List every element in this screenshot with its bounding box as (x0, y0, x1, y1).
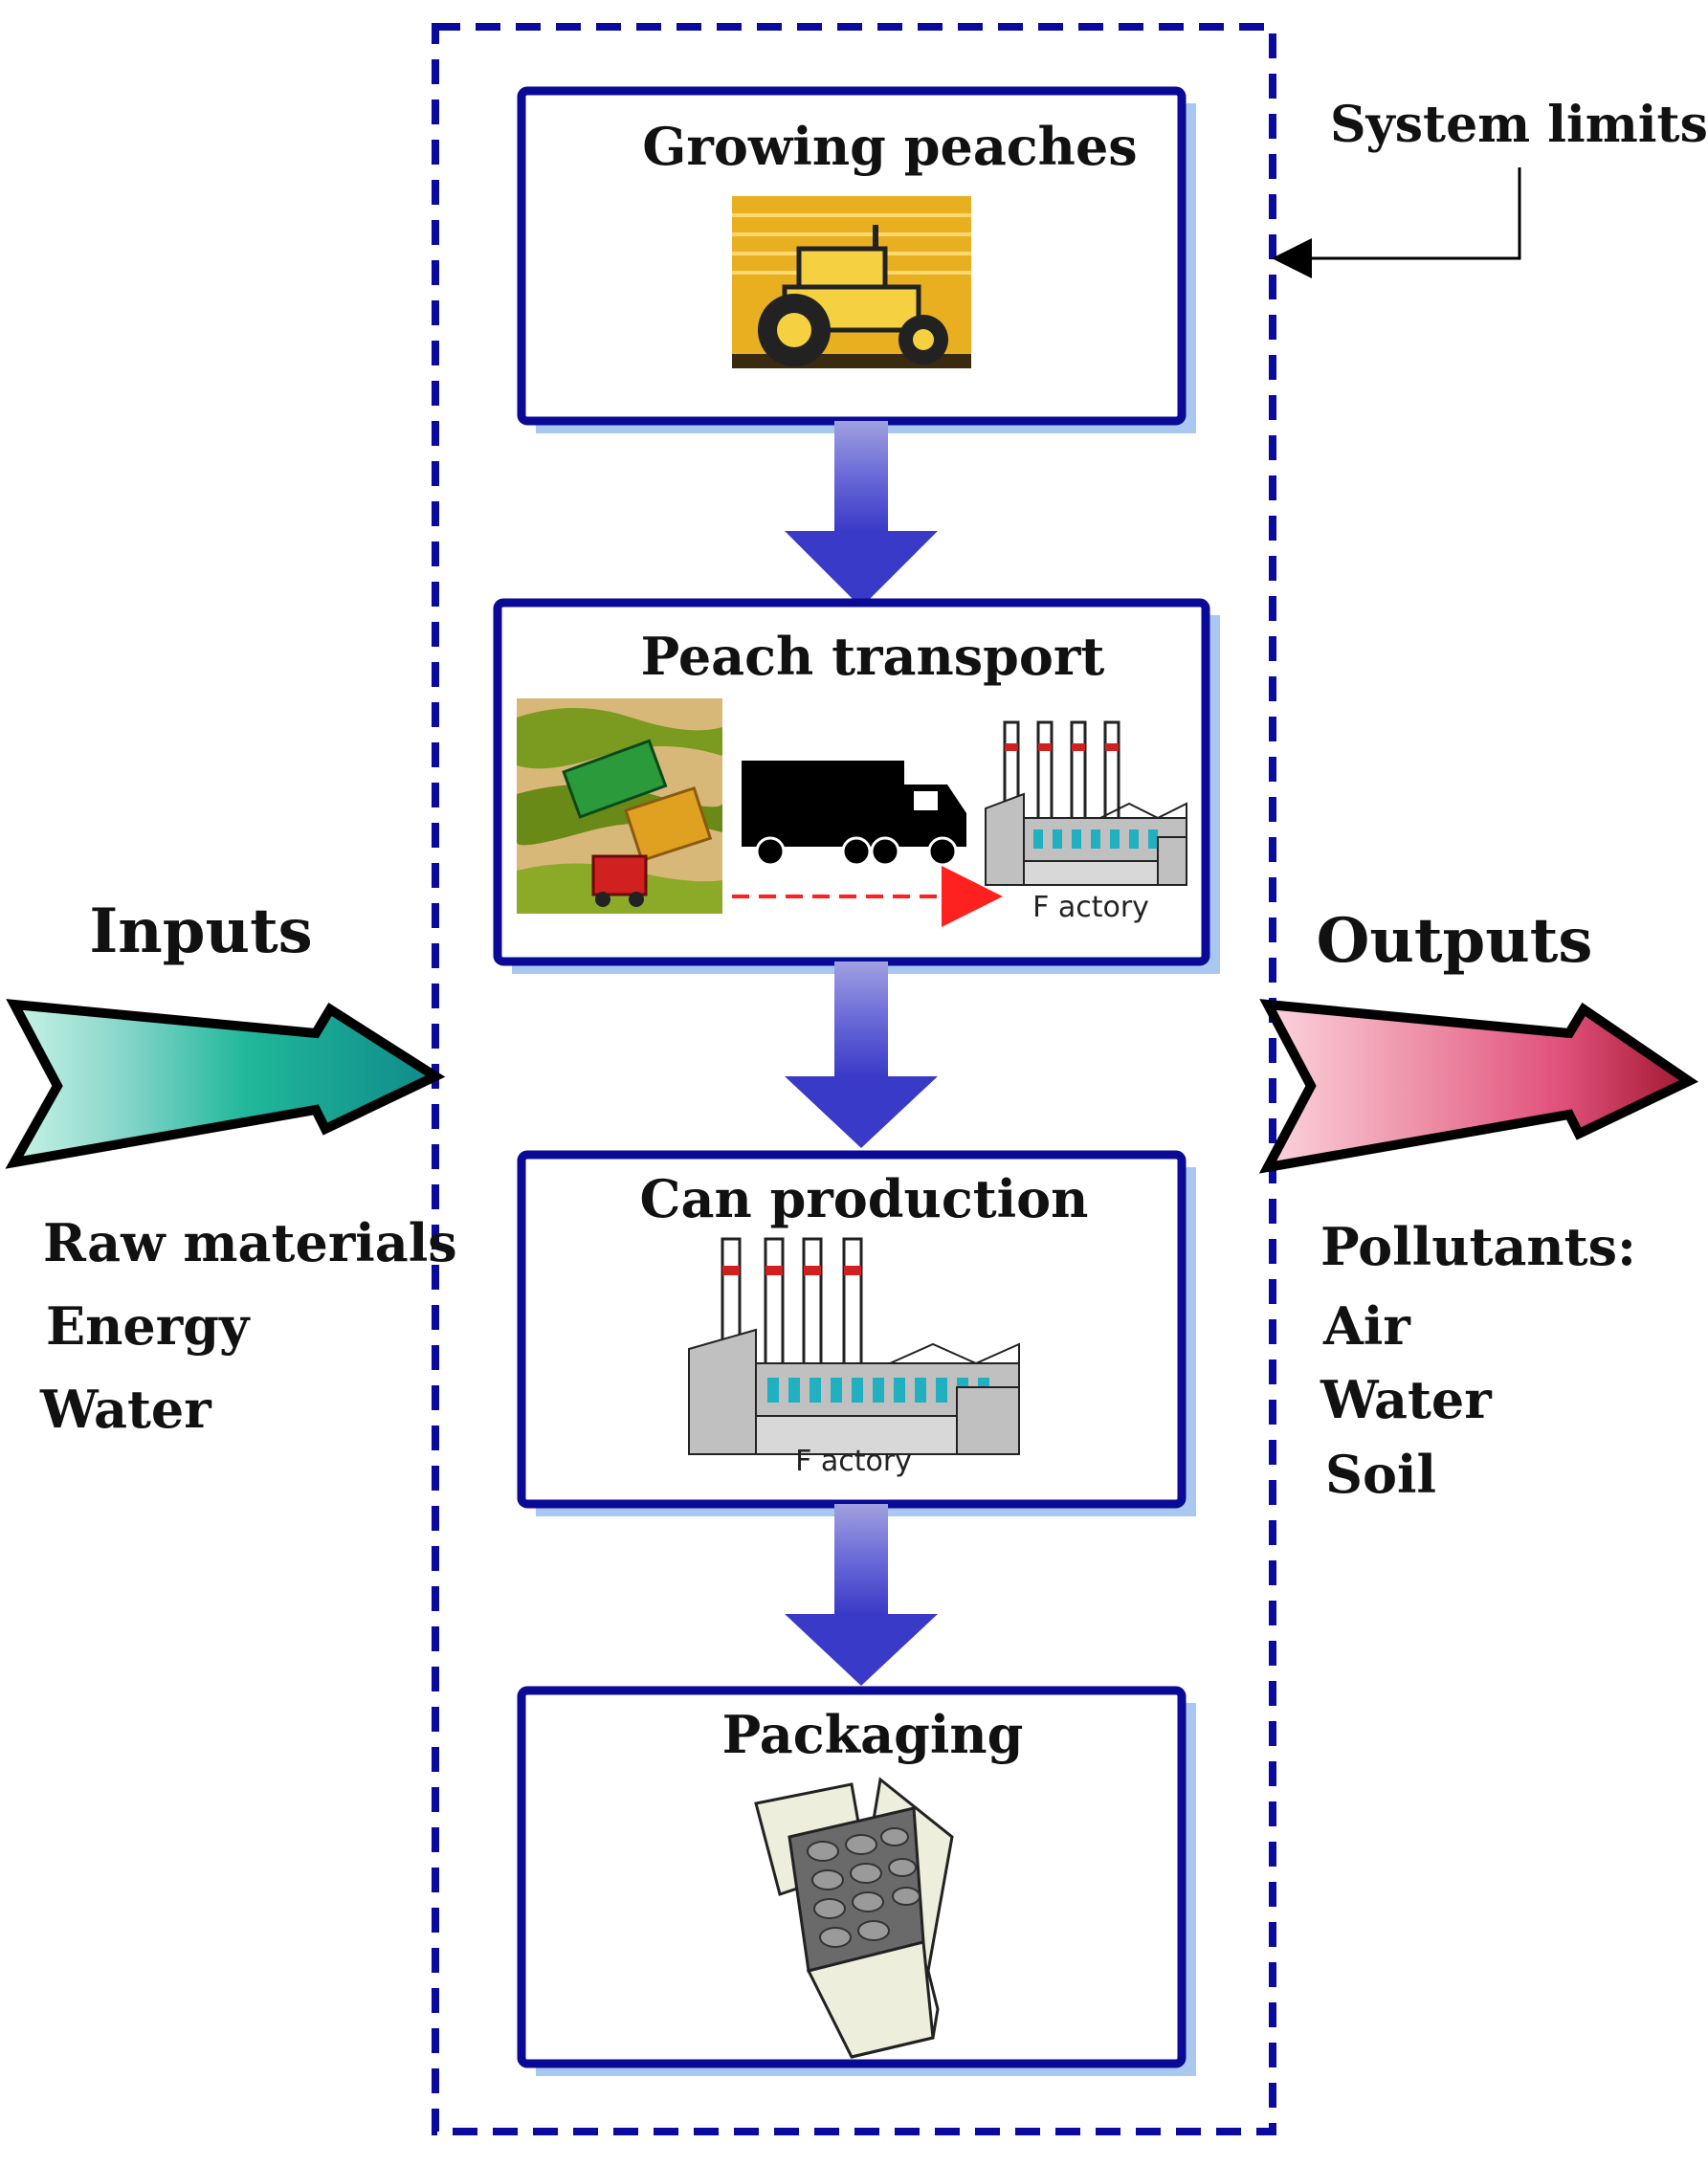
output-item: Soil (1325, 1444, 1436, 1505)
output-item: Air (1322, 1295, 1410, 1357)
factory-label: F actory (795, 1445, 912, 1478)
factory-icon (688, 1237, 1020, 1455)
stage-can-production: Can production F ac (517, 1150, 1196, 1516)
input-item: Raw materials (43, 1212, 457, 1273)
factory-icon (985, 720, 1187, 886)
system-limits-label: System limits (1330, 96, 1708, 154)
system-limits-pointer (1272, 167, 1521, 278)
factory-label: F actory (1032, 891, 1149, 924)
harvest-field-icon (517, 698, 722, 914)
flow-arrow-1 (785, 421, 938, 608)
flow-arrow-3 (785, 1504, 938, 1686)
stage-peach-transport: Peach transport (493, 598, 1220, 974)
stage-title: Can production (640, 1168, 1089, 1229)
box-icon (754, 1777, 954, 2059)
inputs-heading: Inputs (89, 895, 312, 967)
stage-title: Growing peaches (642, 116, 1137, 177)
output-arrow (1258, 999, 1698, 1174)
stage-title: Peach transport (641, 626, 1105, 687)
stage-growing-peaches: Growing peaches (517, 86, 1196, 433)
stage-title: Packaging (722, 1704, 1024, 1765)
input-item: Energy (46, 1295, 251, 1357)
truck-icon (742, 761, 966, 867)
input-item: Water (39, 1379, 211, 1440)
tractor-icon (732, 196, 971, 368)
outputs-group: Outputs Pollutants: Air Water Soil (1258, 905, 1698, 1505)
inputs-group: Inputs Raw materials Energy Water (5, 895, 457, 1440)
outputs-heading: Outputs (1317, 905, 1593, 977)
stage-packaging: Packaging (517, 1686, 1196, 2076)
output-item: Water (1320, 1369, 1492, 1430)
output-item: Pollutants: (1320, 1216, 1636, 1277)
input-arrow (5, 999, 446, 1169)
flow-arrow-2 (785, 961, 938, 1148)
